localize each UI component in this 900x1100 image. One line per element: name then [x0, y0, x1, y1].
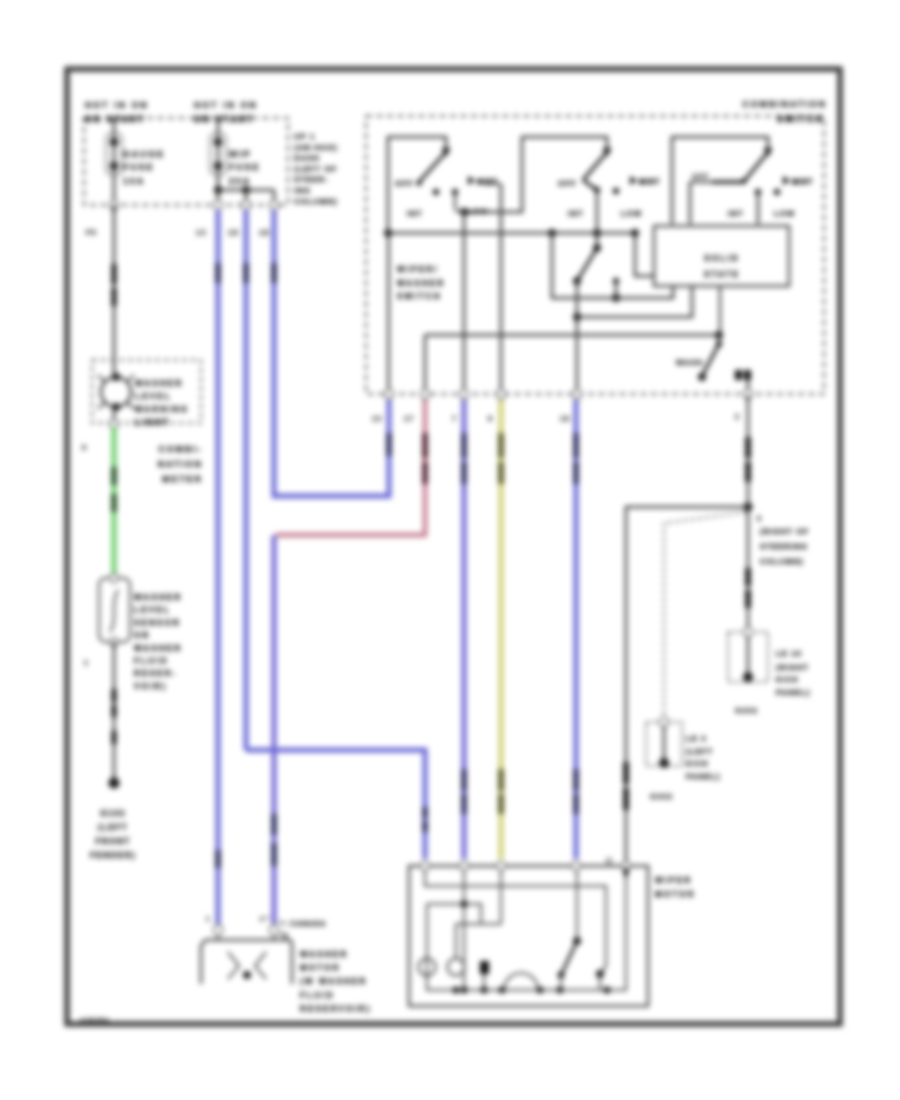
svg-text:18: 18	[560, 416, 570, 423]
svg-text:WIPER/: WIPER/	[397, 265, 439, 274]
svg-text:LIGHT: LIGHT	[135, 418, 170, 427]
svg-text:OFF: OFF	[692, 174, 709, 181]
svg-text:DASH: DASH	[294, 154, 320, 163]
svg-text:(RIGHT: (RIGHT	[776, 663, 809, 672]
svg-text:HOT IN ON: HOT IN ON	[85, 100, 149, 110]
svg-text:*2: *2	[280, 933, 289, 940]
svg-text:GAUGE: GAUGE	[123, 149, 165, 159]
svg-text:STEER-: STEER-	[294, 175, 329, 184]
svg-text:9: 9	[82, 445, 87, 452]
svg-text:2: 2	[735, 414, 740, 421]
svg-text:OFF: OFF	[558, 179, 577, 188]
svg-text:FENDER): FENDER)	[90, 851, 136, 860]
svg-text:UP 1: UP 1	[294, 132, 315, 141]
svg-text:SWITCH: SWITCH	[397, 292, 442, 301]
svg-text:LEVEL: LEVEL	[134, 606, 171, 615]
svg-text:WASHER: WASHER	[134, 593, 182, 602]
svg-text:LE 10: LE 10	[776, 649, 802, 658]
svg-text:1: 1	[206, 916, 210, 923]
svg-text:OR START: OR START	[194, 114, 254, 124]
svg-text:P5: P5	[86, 230, 97, 237]
svg-text:OR START: OR START	[85, 114, 145, 124]
svg-text:OFF: OFF	[395, 179, 414, 188]
svg-text:6: 6	[757, 516, 762, 523]
svg-text:WASHER: WASHER	[397, 279, 445, 288]
svg-text:SENSOR: SENSOR	[134, 618, 181, 627]
svg-text:RESER-: RESER-	[134, 669, 177, 678]
svg-text:LEVEL: LEVEL	[135, 392, 172, 401]
svg-text:INT: INT	[407, 209, 423, 218]
svg-text:8: 8	[488, 416, 493, 423]
svg-text:FUSE: FUSE	[229, 162, 260, 172]
svg-text:SOLID: SOLID	[704, 254, 739, 263]
svg-text:(LEFT: (LEFT	[686, 747, 713, 756]
svg-text:ING: ING	[294, 186, 311, 195]
svg-text:(RIGHT OF: (RIGHT OF	[760, 527, 809, 536]
svg-text:PANEL): PANEL)	[776, 688, 811, 697]
svg-text:OR: OR	[134, 631, 150, 640]
svg-text:FLUID: FLUID	[300, 991, 335, 1000]
svg-text:COLUMN): COLUMN)	[294, 197, 338, 206]
svg-text:G102: G102	[100, 809, 126, 818]
svg-text:LE 3: LE 3	[686, 734, 707, 743]
svg-text:20A: 20A	[229, 176, 251, 186]
svg-text:13: 13	[372, 416, 382, 423]
svg-text:G202: G202	[735, 706, 758, 715]
svg-text:COMBI-: COMBI-	[159, 444, 203, 454]
svg-text:MIST: MIST	[639, 179, 660, 186]
svg-text:HOT IN ON: HOT IN ON	[194, 100, 258, 110]
svg-text:STEERING: STEERING	[760, 542, 808, 551]
svg-text:17: 17	[404, 416, 414, 423]
svg-text:METER: METER	[162, 474, 203, 484]
svg-text:INT: INT	[728, 209, 744, 218]
svg-text:7: 7	[452, 416, 457, 423]
svg-text:WASH: WASH	[676, 358, 703, 367]
svg-text:STATE: STATE	[704, 270, 740, 279]
svg-text:KICK: KICK	[776, 675, 799, 684]
svg-text:(LEFT: (LEFT	[98, 823, 128, 832]
svg-text:WIP: WIP	[229, 149, 252, 159]
svg-text:KICK: KICK	[686, 759, 709, 768]
svg-text:1E: 1E	[259, 230, 270, 237]
svg-text:FRONT: FRONT	[95, 837, 130, 846]
svg-text:INT: INT	[568, 209, 584, 218]
svg-text:1C: 1C	[196, 230, 207, 237]
svg-text:MIST: MIST	[792, 179, 813, 186]
svg-text:2 *: 2 *	[260, 916, 269, 923]
svg-text:*: CANADA: *: CANADA	[280, 921, 326, 928]
svg-text:MOTOR: MOTOR	[300, 964, 341, 973]
svg-text:10A: 10A	[123, 176, 145, 186]
svg-text:LOW: LOW	[774, 209, 795, 218]
svg-text:A36254: A36254	[80, 1018, 109, 1025]
svg-text:LOW: LOW	[621, 209, 642, 218]
svg-text:FUSE: FUSE	[123, 162, 154, 172]
svg-text:COMBINATION: COMBINATION	[743, 99, 827, 109]
svg-text:1: 1	[84, 660, 89, 667]
svg-text:COLUMN): COLUMN)	[760, 557, 804, 566]
svg-text:MIST: MIST	[477, 179, 498, 186]
svg-text:WIPER: WIPER	[655, 876, 692, 885]
svg-text:1D: 1D	[228, 230, 239, 237]
svg-text:WASHER: WASHER	[134, 644, 182, 653]
svg-text:WARNING: WARNING	[135, 405, 189, 414]
svg-text:WASHER: WASHER	[300, 950, 348, 959]
svg-text:PANEL): PANEL)	[686, 772, 721, 781]
svg-text:VOIR): VOIR)	[134, 682, 167, 691]
svg-text:WASHER: WASHER	[135, 379, 183, 388]
svg-text:NATION: NATION	[158, 459, 203, 469]
svg-text:RESERVOIR): RESERVOIR)	[300, 1004, 372, 1013]
svg-text:(W WASHER: (W WASHER	[300, 977, 367, 986]
svg-text:G302: G302	[650, 792, 673, 801]
svg-text:(LEFT OF: (LEFT OF	[294, 164, 337, 173]
svg-text:MOTOR: MOTOR	[655, 890, 696, 899]
svg-text:FLUID: FLUID	[134, 657, 169, 666]
svg-text:SWITCH: SWITCH	[777, 114, 824, 124]
svg-text:(AB-HAS): (AB-HAS)	[294, 143, 338, 152]
